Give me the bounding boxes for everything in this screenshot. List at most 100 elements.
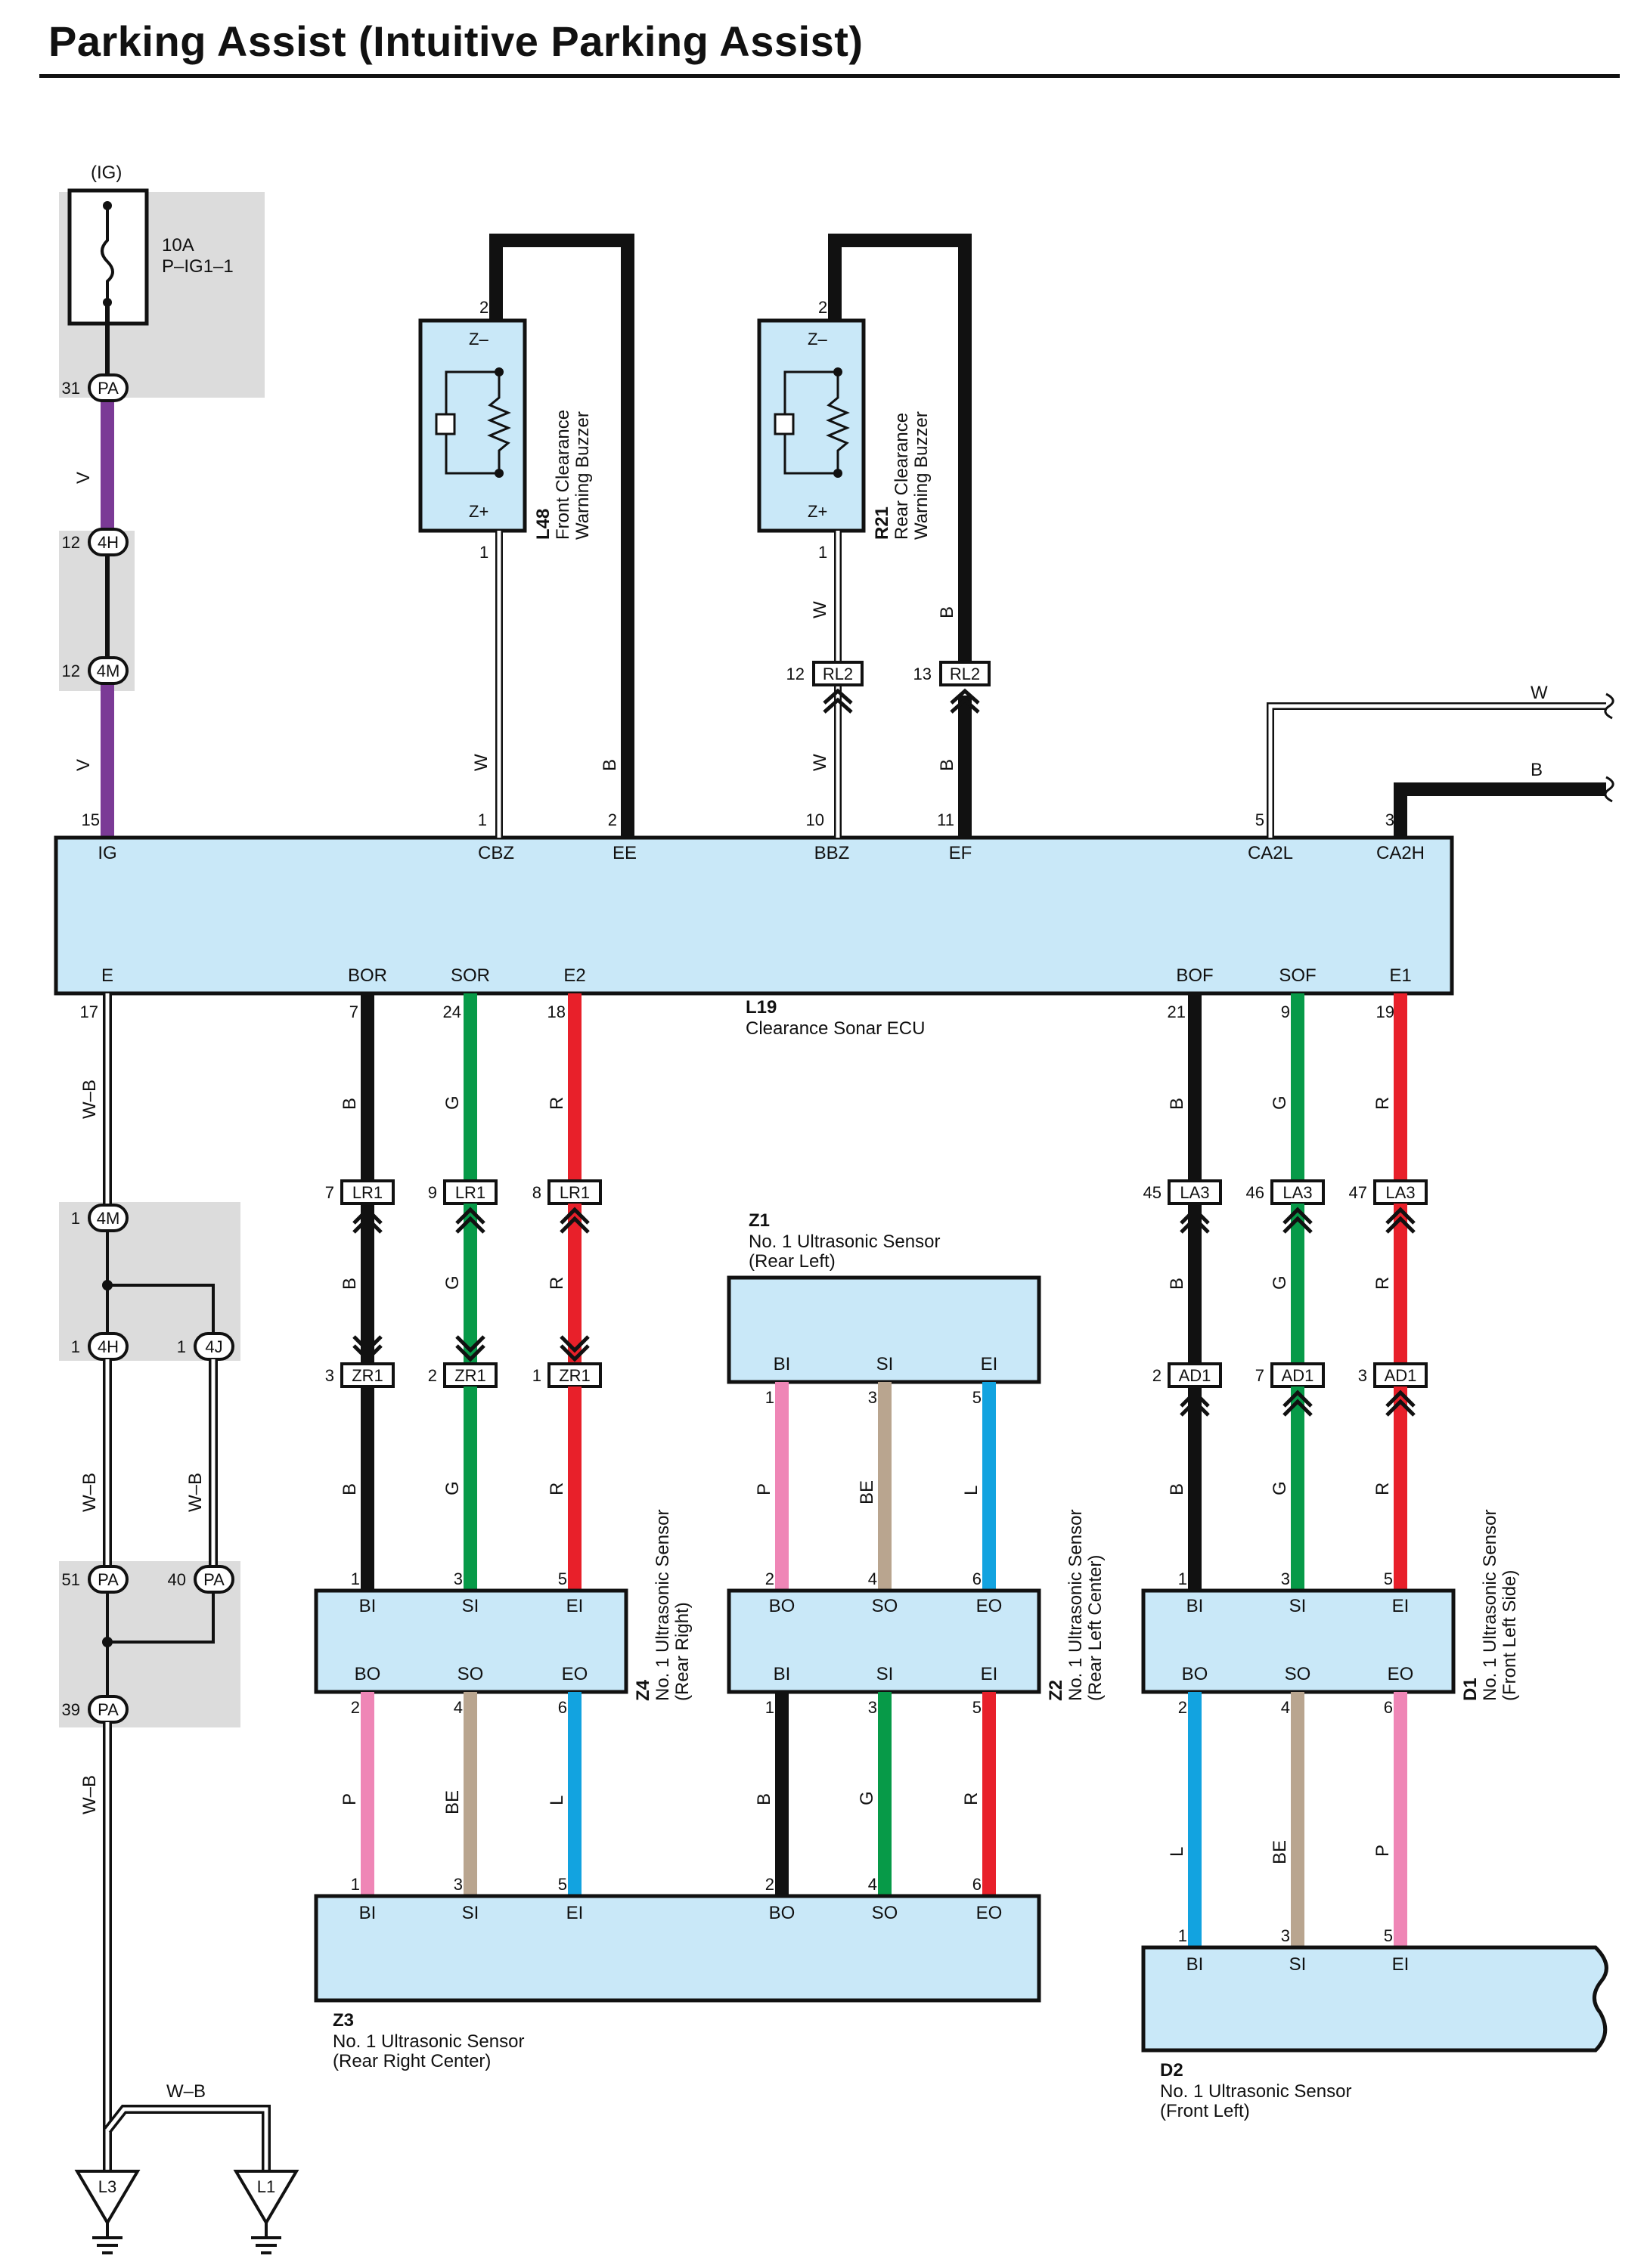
svg-text:2: 2 <box>765 1569 774 1588</box>
wire-label-e-wb4: W–B <box>79 1775 100 1814</box>
svg-text:3: 3 <box>868 1698 877 1717</box>
sensor-z2-loc: (Rear Left Center) <box>1085 1555 1106 1701</box>
svg-text:SOF: SOF <box>1279 965 1316 986</box>
wire-label-bof2: B <box>1167 1278 1187 1290</box>
sensor-z4-id: Z4 <box>633 1679 653 1701</box>
svg-text:ZR1: ZR1 <box>454 1366 486 1385</box>
svg-text:24: 24 <box>443 1002 461 1021</box>
svg-text:PA: PA <box>98 379 119 398</box>
svg-text:AD1: AD1 <box>1179 1366 1211 1385</box>
wire-label-ef-b: B <box>937 759 957 771</box>
svg-text:SO: SO <box>872 1903 898 1923</box>
svg-text:EO: EO <box>976 1903 1003 1923</box>
buzzer-icon <box>774 370 850 475</box>
svg-text:3: 3 <box>454 1875 463 1894</box>
connector-zr1-1: ZR1 1 <box>532 1362 602 1388</box>
svg-text:PA: PA <box>98 1570 119 1589</box>
svg-text:1: 1 <box>351 1875 360 1894</box>
wire-label-bor1: B <box>340 1098 360 1110</box>
svg-text:RL2: RL2 <box>950 665 980 683</box>
sensor-d1-loc: (Front Left Side) <box>1500 1570 1520 1701</box>
svg-text:SO: SO <box>872 1596 898 1616</box>
svg-text:9: 9 <box>1281 1002 1290 1021</box>
svg-text:SI: SI <box>462 1596 479 1616</box>
wire-label-e1-3: R <box>1372 1483 1393 1495</box>
wire-label-r21-w: W <box>810 601 830 618</box>
svg-text:EI: EI <box>566 1596 584 1616</box>
sensor-z4-name: No. 1 Ultrasonic Sensor <box>653 1510 673 1701</box>
wire-label-z4-be: BE <box>442 1790 463 1814</box>
sensor-d1-box <box>1141 1588 1456 1694</box>
ecu-box <box>54 835 1454 996</box>
svg-text:1: 1 <box>478 810 487 829</box>
svg-text:EE: EE <box>613 843 637 863</box>
svg-text:BI: BI <box>774 1354 791 1374</box>
svg-text:46: 46 <box>1246 1183 1264 1202</box>
buzzer-r21-name2: Warning Buzzer <box>911 411 932 540</box>
connector-pa-31: PA 31 <box>62 373 129 402</box>
svg-text:2: 2 <box>765 1875 774 1894</box>
svg-text:1: 1 <box>1178 1926 1187 1945</box>
svg-text:1: 1 <box>1178 1569 1187 1588</box>
svg-text:40: 40 <box>168 1570 186 1589</box>
svg-text:4: 4 <box>454 1698 463 1717</box>
svg-text:L3: L3 <box>98 2177 116 2196</box>
svg-text:5: 5 <box>1384 1569 1393 1588</box>
svg-text:4: 4 <box>1281 1698 1290 1717</box>
svg-text:SO: SO <box>457 1664 484 1684</box>
buzzer-l48-pin-top: 2 <box>479 298 488 317</box>
sensor-d2-terms: BI SI EI 1 3 5 <box>1178 1926 1410 1975</box>
svg-text:L1: L1 <box>257 2177 275 2196</box>
svg-text:BO: BO <box>769 1596 796 1616</box>
sensor-z4-box <box>314 1588 628 1694</box>
svg-text:AD1: AD1 <box>1385 1366 1417 1385</box>
svg-text:CA2H: CA2H <box>1376 843 1425 863</box>
svg-text:2: 2 <box>1178 1698 1187 1717</box>
svg-text:18: 18 <box>547 1002 566 1021</box>
chevrons-zr1-down <box>352 1335 590 1362</box>
wire-label-sor2: G <box>442 1275 463 1290</box>
wire-label-sor3: G <box>442 1481 463 1495</box>
svg-text:2: 2 <box>351 1698 360 1717</box>
svg-text:IG: IG <box>98 843 116 863</box>
svg-text:6: 6 <box>972 1569 982 1588</box>
svg-text:BI: BI <box>1186 1596 1204 1616</box>
wire-b-ca2h <box>1394 782 1606 838</box>
sensor-d1-id: D1 <box>1460 1678 1481 1701</box>
svg-text:3: 3 <box>1358 1366 1367 1385</box>
buzzer-l48-pin-bottom: 1 <box>479 543 488 562</box>
svg-text:2: 2 <box>1152 1366 1162 1385</box>
svg-text:2: 2 <box>428 1366 437 1385</box>
wire-label-d1-l: L <box>1167 1847 1187 1857</box>
connector-rl2-13: RL2 13 <box>913 661 991 714</box>
svg-text:15: 15 <box>82 810 100 829</box>
wire-label-z4-p: P <box>340 1793 360 1805</box>
junction-node <box>102 1280 113 1290</box>
svg-text:SI: SI <box>1289 1954 1307 1975</box>
svg-text:9: 9 <box>428 1183 437 1202</box>
svg-text:4H: 4H <box>98 533 119 552</box>
buzzer-l48-name2: Warning Buzzer <box>572 411 593 540</box>
buzzer-node <box>495 469 504 478</box>
buzzer-r21-name1: Rear Clearance <box>892 413 912 540</box>
wire-label-z4-l: L <box>547 1796 567 1805</box>
svg-text:LR1: LR1 <box>455 1183 485 1202</box>
svg-text:1: 1 <box>351 1569 360 1588</box>
svg-text:5: 5 <box>1384 1926 1393 1945</box>
ecu-name: Clearance Sonar ECU <box>746 1018 925 1039</box>
buzzer-icon <box>435 370 511 475</box>
svg-text:EI: EI <box>1392 1596 1410 1616</box>
buzzer-l48-neg: Z– <box>469 330 488 349</box>
svg-text:BOF: BOF <box>1176 965 1213 986</box>
connector-zr1-3: ZR1 3 <box>325 1362 395 1388</box>
buzzer-node <box>833 367 842 376</box>
sensor-z3-terms: BI SI EI BO SO EO 1 3 5 2 4 6 <box>351 1875 1003 1923</box>
connector-lr1-9: LR1 9 <box>428 1179 498 1205</box>
svg-text:5: 5 <box>558 1569 567 1588</box>
connector-lr1-8: LR1 8 <box>532 1179 602 1205</box>
svg-text:BI: BI <box>359 1903 377 1923</box>
wire-label-bor2: B <box>340 1278 360 1290</box>
sensor-z1-loc: (Rear Left) <box>749 1251 836 1272</box>
wire-label-z1-be: BE <box>857 1480 877 1504</box>
fuse-rating: 10A <box>162 235 194 256</box>
